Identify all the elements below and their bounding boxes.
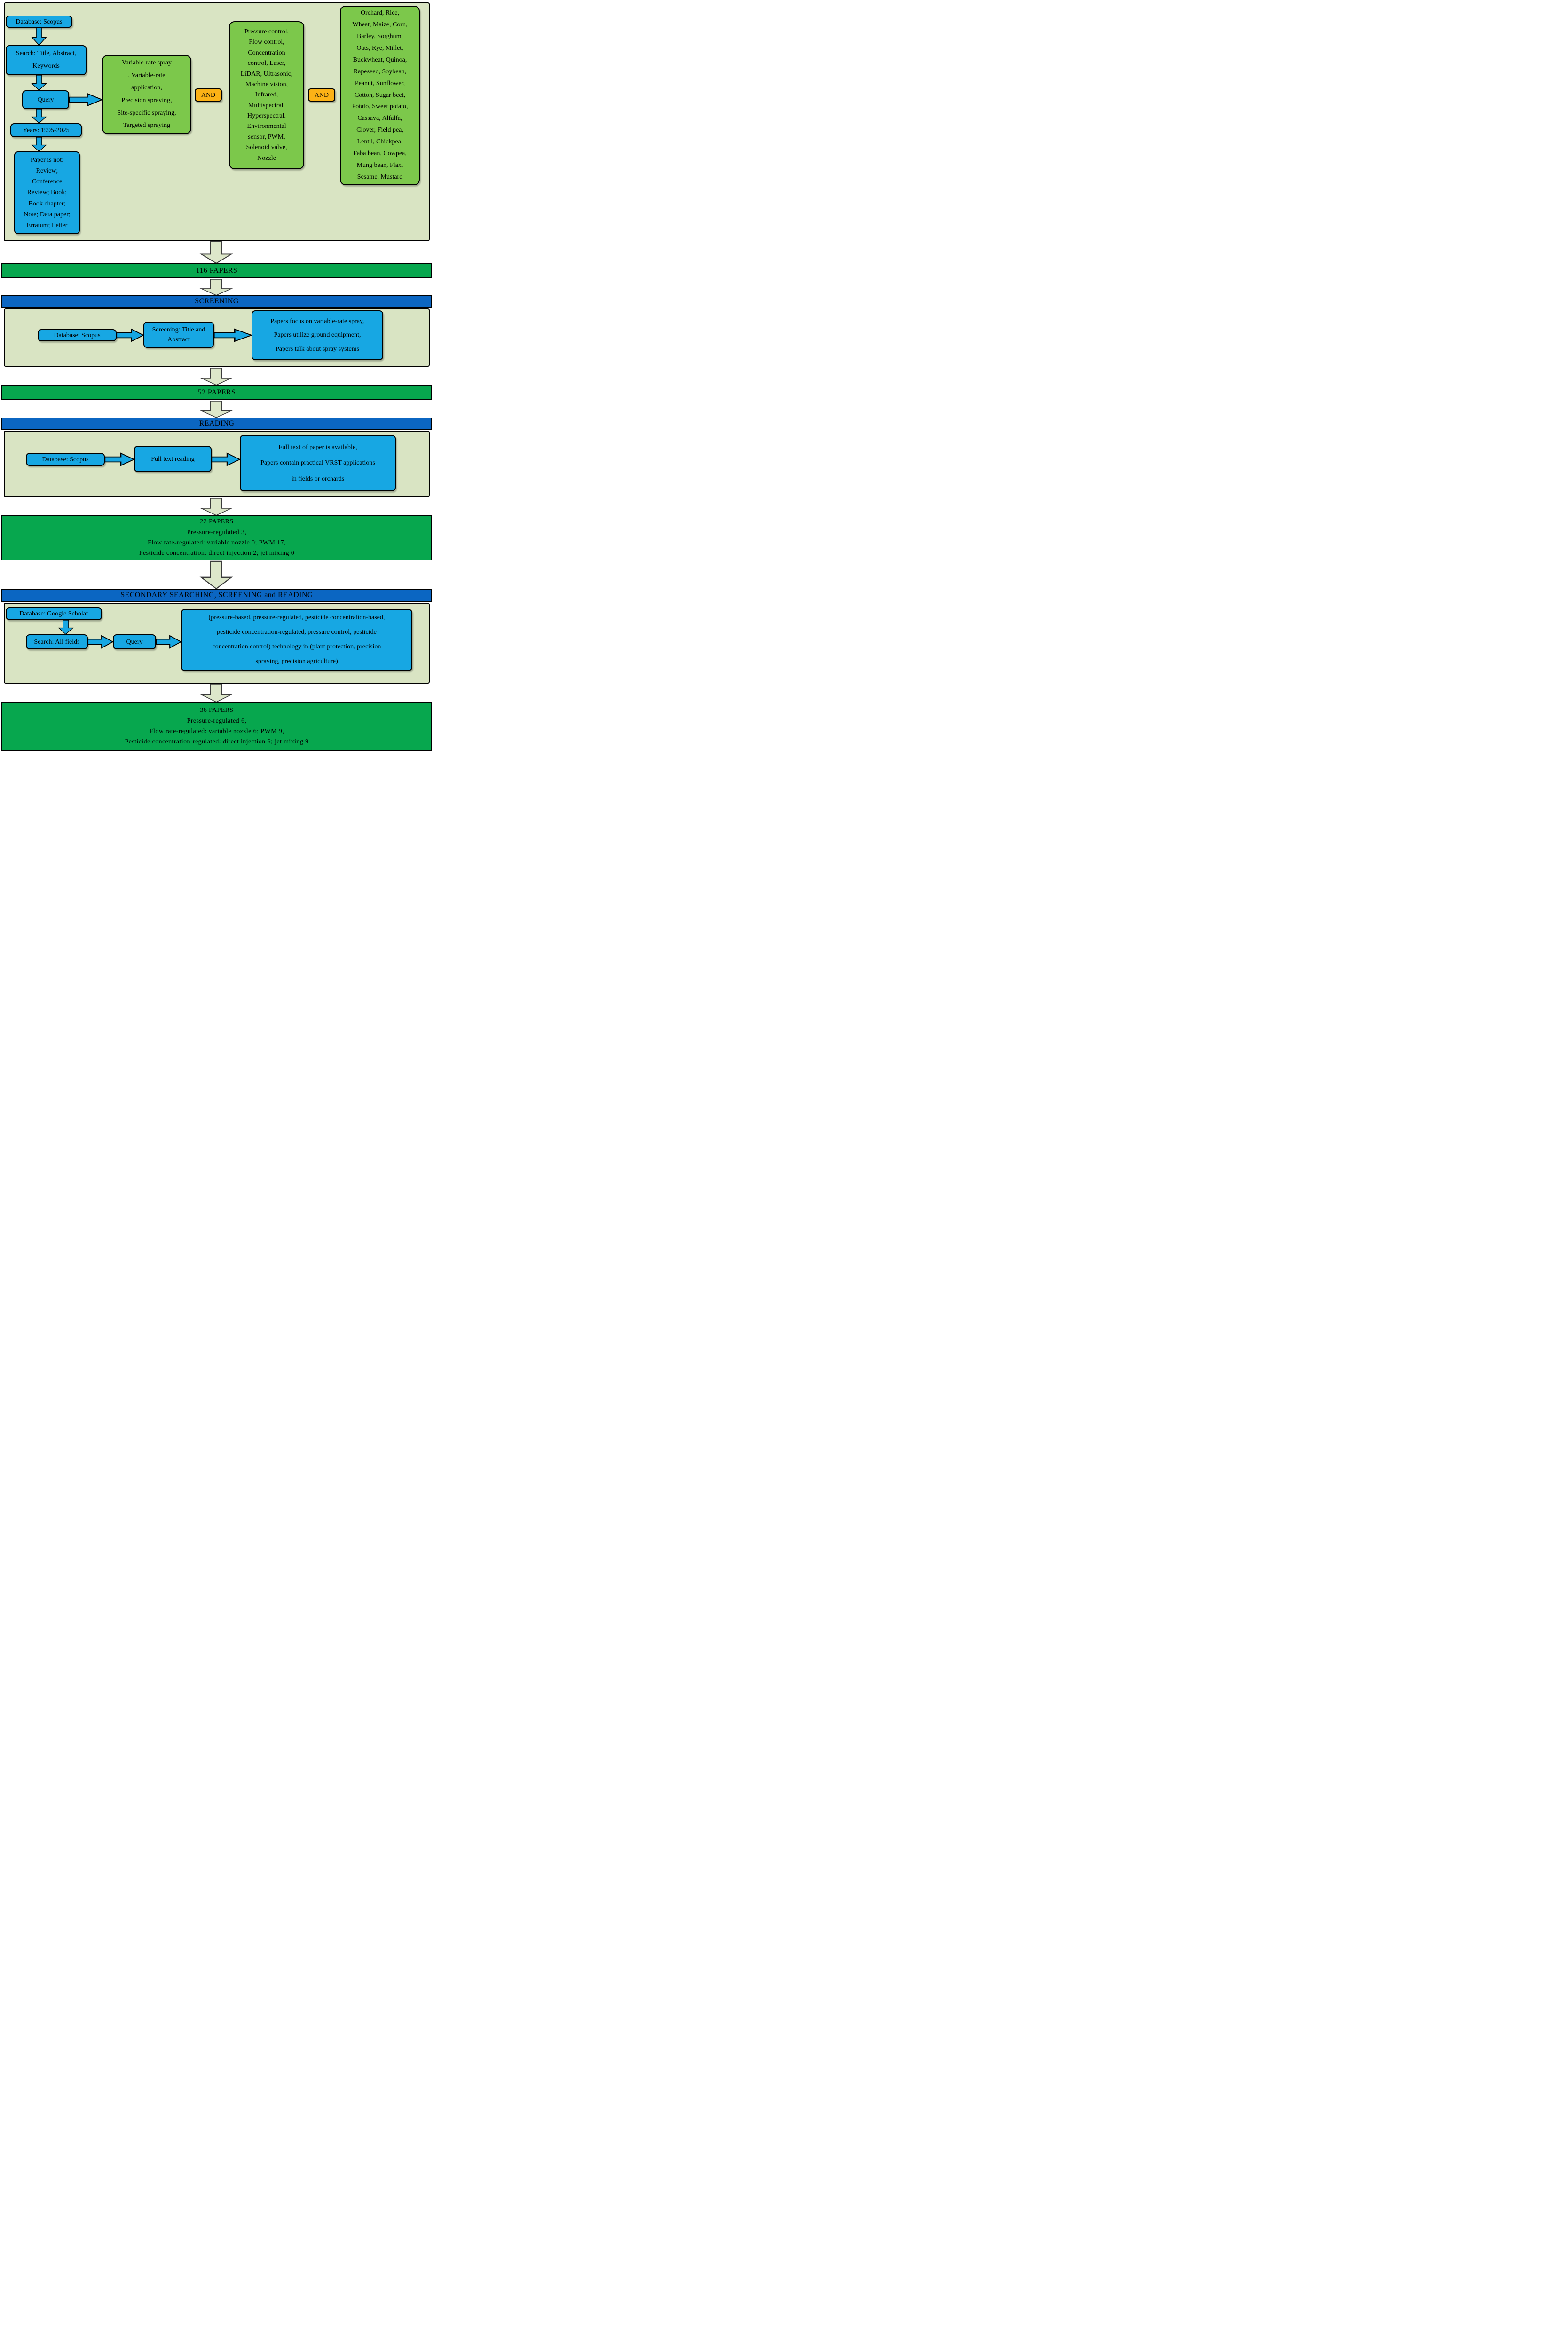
query-box: Query: [22, 90, 69, 109]
down-arrow-icon: [31, 109, 47, 124]
big-down-arrow-icon: [199, 279, 233, 296]
right-arrow-icon: [68, 93, 103, 107]
results-36-papers-block: 36 PAPERS Pressure-regulated 6, Flow rat…: [1, 702, 432, 751]
reading-step-box: Full text reading: [134, 446, 212, 472]
secondary-query-text-box: (pressure-based, pressure-regulated, pes…: [181, 609, 412, 671]
right-arrow-icon: [155, 635, 182, 649]
and-operator-badge-2: AND: [308, 88, 335, 102]
big-down-arrow-icon: [199, 684, 233, 702]
flowchart-canvas: Database: Scopus Search: Title, Abstract…: [0, 0, 433, 755]
technology-keywords-box: Pressure control, Flow control, Concentr…: [229, 21, 304, 169]
reading-bar: READING: [1, 418, 432, 430]
papers-116-bar: 116 PAPERS: [1, 263, 432, 278]
and-operator-badge-1: AND: [195, 88, 222, 102]
years-box: Years: 1995-2025: [10, 123, 82, 137]
big-down-arrow-icon: [199, 368, 233, 386]
down-arrow-icon: [58, 620, 74, 635]
reading-criteria-box: Full text of paper is available, Papers …: [240, 435, 396, 491]
big-down-arrow-icon: [199, 401, 233, 418]
big-down-arrow-icon: [199, 560, 233, 590]
search-all-fields-box: Search: All fields: [26, 634, 88, 649]
big-down-arrow-icon: [199, 498, 233, 516]
secondary-stage-bar: SECONDARY SEARCHING, SCREENING and READI…: [1, 589, 432, 602]
screening-bar: SCREENING: [1, 295, 432, 308]
right-arrow-icon: [104, 452, 135, 466]
right-arrow-icon: [213, 328, 253, 342]
search-fields-box: Search: Title, Abstract, Keywords: [6, 45, 87, 75]
results-22-papers-block: 22 PAPERS Pressure-regulated 3, Flow rat…: [1, 515, 432, 560]
reading-database-box: Database: Scopus: [26, 453, 105, 466]
down-arrow-icon: [31, 137, 47, 152]
exclusion-criteria-box: Paper is not: Review; Conference Review;…: [14, 151, 80, 234]
screening-step-box: Screening: Title and Abstract: [143, 322, 214, 348]
screening-database-box: Database: Scopus: [38, 329, 117, 341]
crop-keywords-box: Orchard, Rice, Wheat, Maize, Corn, Barle…: [340, 6, 420, 185]
papers-52-bar: 52 PAPERS: [1, 385, 432, 400]
spray-keywords-box: Variable-rate spray , Variable-rate appl…: [102, 55, 191, 134]
right-arrow-icon: [116, 328, 145, 342]
big-down-arrow-icon: [199, 241, 233, 264]
down-arrow-icon: [31, 75, 47, 91]
down-arrow-icon: [31, 27, 47, 46]
google-scholar-database-box: Database: Google Scholar: [6, 607, 102, 620]
right-arrow-icon: [87, 635, 114, 649]
screening-criteria-box: Papers focus on variable-rate spray, Pap…: [252, 310, 383, 360]
database-scopus-box: Database: Scopus: [6, 16, 72, 28]
secondary-query-box: Query: [113, 634, 156, 649]
right-arrow-icon: [211, 452, 241, 466]
